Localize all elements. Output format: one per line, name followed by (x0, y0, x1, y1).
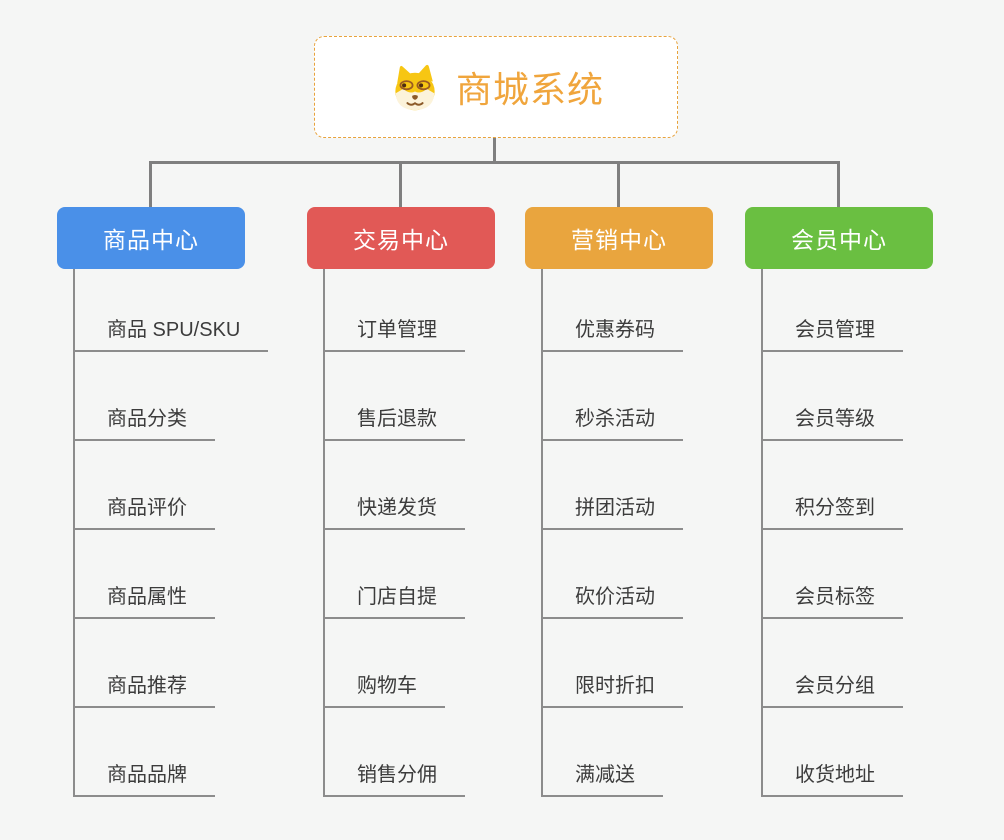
leaf-label: 快递发货 (323, 491, 465, 530)
leaf-node[interactable]: 会员分组 (745, 619, 903, 708)
leaf-node[interactable]: 收货地址 (745, 708, 903, 797)
connector-drop-product (149, 161, 152, 208)
root-title: 商城系统 (455, 69, 604, 110)
branch-member-center: 会员中心 会员管理 会员等级 积分签到 会员标签 会员分组 收货地址 (745, 207, 995, 797)
leaf-node[interactable]: 拼团活动 (525, 441, 683, 530)
branch-items: 会员管理 会员等级 积分签到 会员标签 会员分组 收货地址 (745, 269, 903, 797)
leaf-label: 会员分组 (761, 669, 903, 708)
leaf-label: 商品分类 (73, 402, 215, 441)
connector-drop-trade (399, 161, 402, 208)
leaf-label: 积分签到 (761, 491, 903, 530)
leaf-node[interactable]: 优惠券码 (525, 269, 683, 352)
leaf-label: 商品品牌 (73, 758, 215, 797)
leaf-node[interactable]: 会员管理 (745, 269, 903, 352)
connector-root-vertical (493, 138, 496, 162)
branch-trunk-line (761, 269, 763, 797)
branch-label: 营销中心 (571, 227, 667, 253)
leaf-node[interactable]: 会员标签 (745, 530, 903, 619)
branch-box-member-center[interactable]: 会员中心 (745, 207, 933, 269)
leaf-node[interactable]: 砍价活动 (525, 530, 683, 619)
leaf-node[interactable]: 销售分佣 (307, 708, 465, 797)
branch-items: 订单管理 售后退款 快递发货 门店自提 购物车 销售分佣 (307, 269, 465, 797)
branch-box-product-center[interactable]: 商品中心 (57, 207, 245, 269)
branch-trunk-line (73, 269, 75, 797)
branch-trunk-line (541, 269, 543, 797)
leaf-label: 商品评价 (73, 491, 215, 530)
leaf-label: 商品 SPU/SKU (73, 313, 269, 352)
branch-trade-center: 交易中心 订单管理 售后退款 快递发货 门店自提 购物车 销售分佣 (307, 207, 557, 797)
branch-items: 商品 SPU/SKU 商品分类 商品评价 商品属性 商品推荐 商品品牌 (57, 269, 269, 797)
connector-drop-member (837, 161, 840, 208)
leaf-label: 会员等级 (761, 402, 903, 441)
root-node[interactable]: 商城系统 (314, 36, 678, 138)
leaf-label: 拼团活动 (541, 491, 683, 530)
leaf-label: 砍价活动 (541, 580, 683, 619)
leaf-node[interactable]: 订单管理 (307, 269, 465, 352)
leaf-node[interactable]: 快递发货 (307, 441, 465, 530)
branch-box-trade-center[interactable]: 交易中心 (307, 207, 495, 269)
branch-trunk-line (323, 269, 325, 797)
leaf-node[interactable]: 门店自提 (307, 530, 465, 619)
leaf-node[interactable]: 商品属性 (57, 530, 268, 619)
shiba-dog-icon (388, 62, 442, 112)
leaf-node[interactable]: 购物车 (307, 619, 465, 708)
leaf-node[interactable]: 秒杀活动 (525, 352, 683, 441)
leaf-node[interactable]: 商品推荐 (57, 619, 268, 708)
leaf-label: 售后退款 (323, 402, 465, 441)
branch-box-marketing-center[interactable]: 营销中心 (525, 207, 713, 269)
leaf-label: 销售分佣 (323, 758, 465, 797)
leaf-label: 会员管理 (761, 313, 903, 352)
branch-label: 会员中心 (791, 227, 887, 253)
branch-label: 商品中心 (103, 227, 199, 253)
branch-marketing-center: 营销中心 优惠券码 秒杀活动 拼团活动 砍价活动 限时折扣 满减送 (525, 207, 775, 797)
leaf-label: 商品推荐 (73, 669, 215, 708)
leaf-label: 限时折扣 (541, 669, 683, 708)
leaf-node[interactable]: 满减送 (525, 708, 683, 797)
branch-label: 交易中心 (353, 227, 449, 253)
leaf-label: 门店自提 (323, 580, 465, 619)
connector-drop-marketing (617, 161, 620, 208)
branch-product-center: 商品中心 商品 SPU/SKU 商品分类 商品评价 商品属性 商品推荐 商品品牌 (57, 207, 307, 797)
leaf-node[interactable]: 积分签到 (745, 441, 903, 530)
leaf-label: 收货地址 (761, 758, 903, 797)
leaf-label: 商品属性 (73, 580, 215, 619)
leaf-node[interactable]: 商品 SPU/SKU (57, 269, 269, 352)
leaf-node[interactable]: 售后退款 (307, 352, 465, 441)
leaf-node[interactable]: 商品分类 (57, 352, 268, 441)
leaf-node[interactable]: 会员等级 (745, 352, 903, 441)
connector-horizontal-bar (150, 161, 840, 164)
branch-items: 优惠券码 秒杀活动 拼团活动 砍价活动 限时折扣 满减送 (525, 269, 683, 797)
leaf-node[interactable]: 限时折扣 (525, 619, 683, 708)
leaf-label: 秒杀活动 (541, 402, 683, 441)
leaf-label: 满减送 (541, 758, 663, 797)
leaf-node[interactable]: 商品评价 (57, 441, 268, 530)
leaf-label: 优惠券码 (541, 313, 683, 352)
leaf-label: 会员标签 (761, 580, 903, 619)
leaf-label: 购物车 (323, 669, 445, 708)
leaf-node[interactable]: 商品品牌 (57, 708, 268, 797)
leaf-label: 订单管理 (323, 313, 465, 352)
